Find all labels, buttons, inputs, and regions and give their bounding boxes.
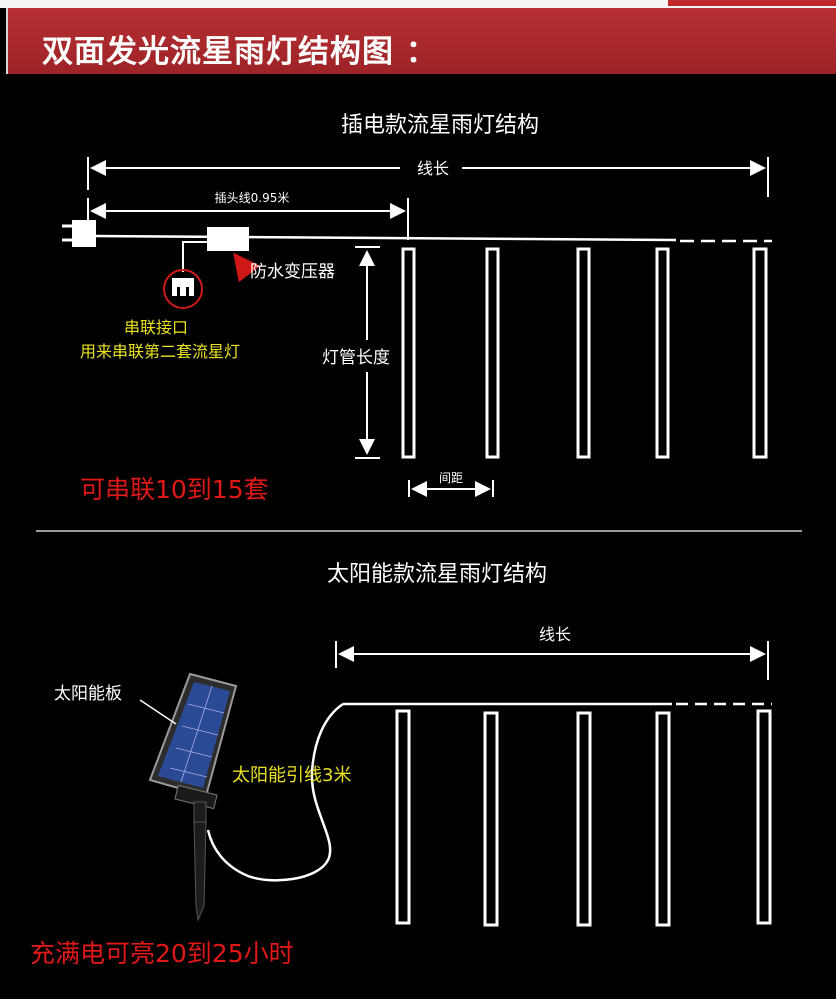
series-port-branch-wire (182, 241, 207, 272)
series-note: 可串联10到15套 (80, 475, 269, 504)
solar-lead-cable-label: 太阳能引线3米 (232, 765, 351, 786)
page-title: 双面发光流星雨灯结构图 ： (42, 34, 438, 70)
plugin-tube (485, 247, 500, 459)
solar-tube (655, 711, 671, 927)
tube-length-dimension (355, 246, 380, 459)
series-port-description: 用来串联第二套流星灯 (80, 342, 240, 361)
solar-tube (395, 709, 411, 925)
series-port-highlight-circle (163, 269, 203, 309)
transformer-pointer (233, 252, 261, 283)
charge-note: 充满电可亮20到25小时 (30, 939, 294, 968)
header-accent-strip (668, 0, 836, 6)
spacing-dimension (408, 480, 494, 497)
plugin-total-length-label: 线长 (417, 159, 449, 178)
solar-total-length-dimension (335, 641, 769, 680)
plug-cable-dimension (87, 198, 409, 240)
series-port-icon (172, 278, 194, 296)
solar-panel-pointer (139, 699, 177, 725)
spacing-label: 间距 (439, 471, 463, 485)
header-bar: 双面发光流星雨灯结构图 ： (6, 8, 836, 74)
plugin-section-title: 插电款流星雨灯结构 (341, 113, 539, 138)
tube-length-label: 灯管长度 (322, 348, 390, 368)
series-port-label: 串联接口 (124, 318, 188, 337)
solar-tube (576, 711, 592, 927)
plug-icon (62, 220, 96, 247)
solar-panel-icon (148, 672, 238, 922)
transformer-label: 防水变压器 (250, 262, 335, 282)
solar-tube (756, 709, 772, 925)
solar-section-title: 太阳能款流星雨灯结构 (327, 562, 547, 587)
plugin-main-wire (95, 234, 677, 242)
plugin-tube (655, 247, 670, 459)
solar-tube (483, 711, 499, 927)
plugin-tube (752, 247, 768, 459)
transformer-box (207, 227, 249, 251)
plugin-tube (401, 247, 416, 459)
solar-lead-cable (206, 702, 344, 882)
plugin-total-length-dimension (87, 157, 769, 197)
solar-total-length-label: 线长 (539, 625, 571, 644)
header-top-strip (0, 0, 836, 8)
solar-panel-label: 太阳能板 (54, 684, 122, 704)
solar-tubes (395, 709, 772, 927)
plug-cable-label: 插头线0.95米 (215, 191, 290, 205)
plugin-tubes (401, 247, 768, 459)
plugin-tube (576, 247, 591, 459)
